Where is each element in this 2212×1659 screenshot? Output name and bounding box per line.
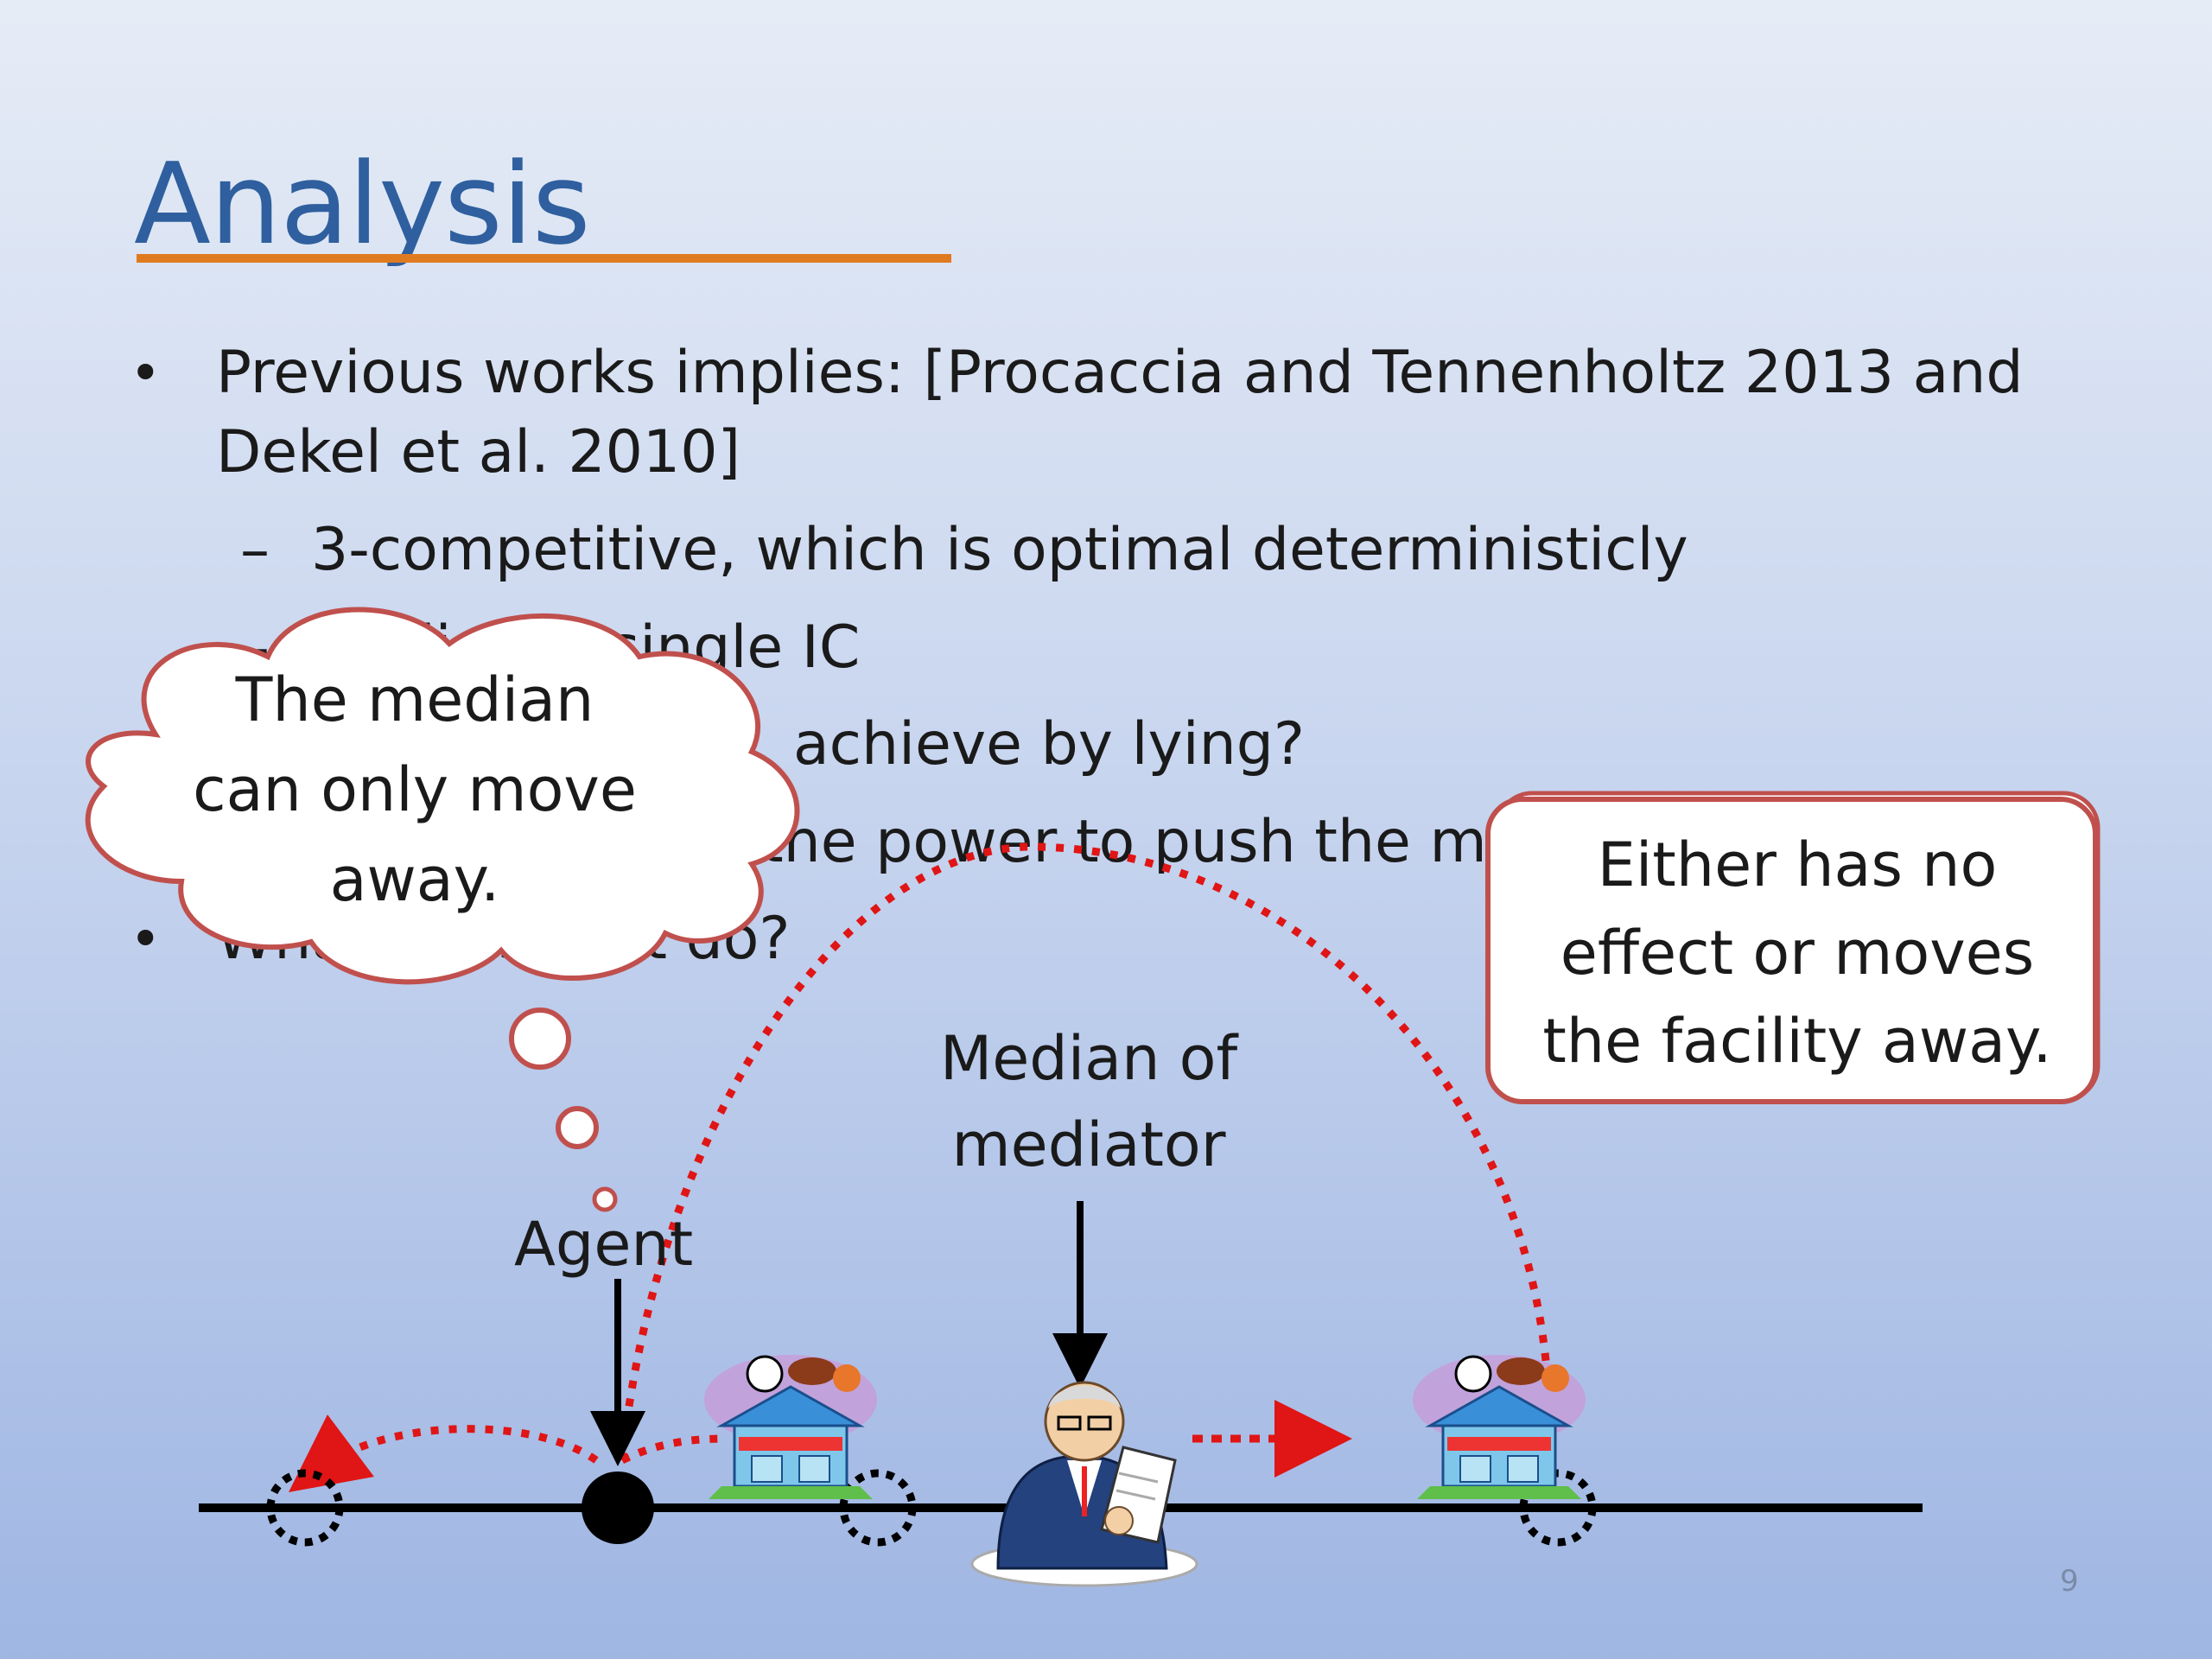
sub-bullet-1-text: 3-competitive, which is optimal determin… — [311, 516, 1688, 584]
page-number: 9 — [2060, 1564, 2079, 1599]
left-arc — [288, 1414, 599, 1492]
thought-dot-medium — [556, 1106, 599, 1149]
cloud-text: The median can only move away. — [173, 655, 657, 925]
cloud-line-2: can only move — [193, 754, 637, 825]
thought-dot-small — [592, 1186, 618, 1212]
mediator-label-line-2: mediator — [951, 1109, 1226, 1180]
sports-store-icon — [704, 1355, 877, 1499]
empty-position-right — [1519, 1469, 1597, 1547]
jump-arc — [618, 842, 1551, 1461]
thought-dot-large — [509, 1007, 571, 1070]
empty-position-middle — [839, 1469, 917, 1547]
callout-text: Either has no effect or moves the facili… — [1486, 821, 2108, 1085]
slide-title: Analysis — [134, 138, 591, 270]
sub-bullet-3-text: achieve by lying? — [793, 710, 1305, 779]
thought-cloud — [85, 607, 800, 985]
sub-bullet-dash: – — [240, 516, 270, 584]
agent-label: Agent — [514, 1209, 694, 1280]
empty-position-left — [266, 1469, 344, 1547]
callout-line-1: Either has no — [1597, 830, 1998, 900]
mediator-label-line-1: Median of — [939, 1023, 1238, 1094]
sports-store-icon — [1413, 1355, 1586, 1499]
bullet-dot: • — [130, 341, 162, 404]
cloud-line-1: The median — [235, 664, 594, 735]
bullet-1-line-1: Previous works implies: [Procaccia and T… — [216, 339, 2024, 407]
title-underline — [137, 254, 951, 263]
agent-dot — [582, 1471, 654, 1544]
to-store-arc — [620, 1434, 727, 1465]
cloud-line-3: away. — [329, 844, 500, 915]
bullet-dot: • — [130, 907, 162, 970]
callout-box — [1485, 797, 2098, 1104]
bullet-1-line-2: Dekel et al. 2010] — [216, 418, 741, 486]
callout-line-2: effect or moves — [1560, 918, 2035, 988]
mediator-person-icon — [970, 1381, 1198, 1587]
callout-line-3: the facility away. — [1542, 1006, 2052, 1077]
sub-bullet-4-text: the power to push the m — [760, 808, 1487, 876]
mediator-label: Median of mediator — [933, 1015, 1244, 1188]
